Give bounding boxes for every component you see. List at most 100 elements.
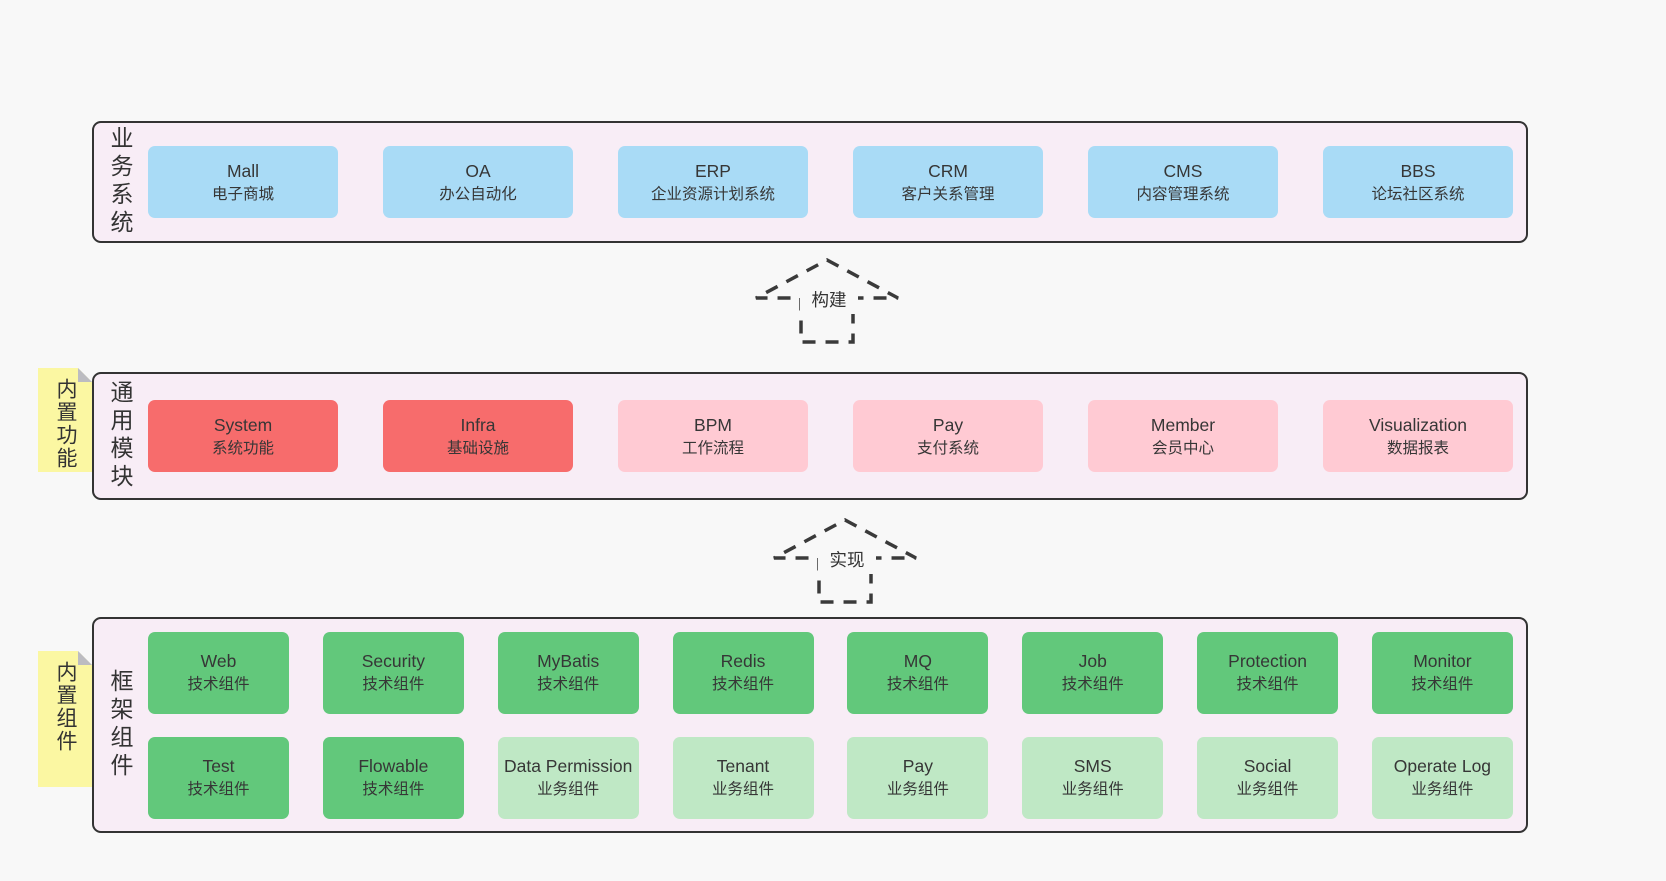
box-subtitle: 技术组件 [712, 675, 775, 693]
sticky-built-in-components: 内置组件 [38, 651, 92, 787]
box-title: Monitor [1413, 650, 1472, 671]
box-tenant: Tenant 业务组件 [672, 736, 814, 819]
box-subtitle: 办公自动化 [439, 185, 517, 203]
box-subtitle: 业务组件 [1236, 780, 1299, 798]
box-title: MyBatis [537, 650, 600, 671]
box-title: Mall [226, 160, 260, 181]
box-title: OA [465, 160, 491, 181]
box-subtitle: 技术组件 [362, 780, 425, 798]
box-subtitle: 技术组件 [187, 780, 250, 798]
box-subtitle: 技术组件 [362, 675, 425, 693]
box-subtitle: 数据报表 [1386, 439, 1449, 457]
components-boxes-grid: Web 技术组件 Security 技术组件 MyBatis 技术组件 Redi… [135, 619, 1526, 831]
box-redis: Redis 技术组件 [672, 631, 814, 714]
box-title: System [213, 414, 273, 435]
box-web: Web 技术组件 [148, 631, 289, 714]
box-title: MQ [903, 650, 932, 671]
box-title: Job [1078, 650, 1107, 671]
box-pay-module: Pay 支付系统 [853, 400, 1043, 472]
modules-boxes-row: System 系统功能 Infra 基础设施 BPM 工作流程 Pay 支付系统… [135, 374, 1526, 498]
box-subtitle: 技术组件 [187, 675, 250, 693]
box-subtitle: 技术组件 [1236, 675, 1299, 693]
box-subtitle: 论坛社区系统 [1371, 185, 1465, 203]
box-sms: SMS 业务组件 [1022, 736, 1164, 819]
box-job: Job 技术组件 [1022, 631, 1164, 714]
box-title: CRM [928, 160, 968, 181]
box-social: Social 业务组件 [1197, 736, 1339, 819]
box-title: Social [1243, 755, 1292, 776]
box-subtitle: 业务组件 [1061, 780, 1124, 798]
sticky-label: 内置功能 [54, 378, 77, 470]
build-arrow-icon: 构建 [755, 258, 899, 344]
box-title: Redis [720, 650, 766, 671]
box-system: System 系统功能 [148, 400, 338, 472]
box-operate-log: Operate Log 业务组件 [1371, 736, 1513, 819]
box-title: Flowable [358, 755, 429, 776]
box-subtitle: 业务组件 [712, 780, 775, 798]
box-title: Security [361, 650, 425, 671]
box-monitor: Monitor 技术组件 [1371, 631, 1513, 714]
box-mq: MQ 技术组件 [847, 631, 989, 714]
box-subtitle: 业务组件 [537, 780, 600, 798]
layer-common-modules: 通用模块 System 系统功能 Infra 基础设施 BPM 工作流程 Pay… [92, 372, 1528, 500]
box-bpm: BPM 工作流程 [618, 400, 808, 472]
layer-business-systems: 业务系统 Mall 电子商城 OA 办公自动化 ERP 企业资源计划系统 CRM… [92, 121, 1528, 243]
box-title: ERP [695, 160, 731, 181]
box-subtitle: 技术组件 [1411, 675, 1474, 693]
box-subtitle: 内容管理系统 [1136, 185, 1230, 203]
box-data-permission: Data Permission 业务组件 [497, 736, 639, 819]
box-flowable: Flowable 技术组件 [322, 736, 464, 819]
box-title: Visualization [1369, 414, 1467, 435]
box-subtitle: 客户关系管理 [901, 185, 995, 203]
box-title: Tenant [716, 755, 770, 776]
box-subtitle: 业务组件 [1411, 780, 1474, 798]
box-title: CMS [1163, 160, 1203, 181]
box-bbs: BBS 论坛社区系统 [1323, 146, 1513, 218]
box-subtitle: 支付系统 [916, 439, 979, 457]
box-erp: ERP 企业资源计划系统 [618, 146, 808, 218]
box-title: Pay [902, 755, 933, 776]
box-subtitle: 系统功能 [211, 439, 274, 457]
box-subtitle: 会员中心 [1151, 439, 1214, 457]
box-title: Operate Log [1393, 755, 1492, 776]
box-subtitle: 业务组件 [886, 780, 949, 798]
implement-arrow-label: 实现 [830, 550, 865, 570]
box-title: Web [200, 650, 237, 671]
box-title: Test [202, 755, 235, 776]
box-title: Protection [1228, 650, 1307, 671]
layer-business-side-label: 业务系统 [107, 126, 133, 238]
sticky-label: 内置组件 [54, 661, 77, 753]
box-pay-component: Pay 业务组件 [847, 736, 989, 819]
box-mybatis: MyBatis 技术组件 [497, 631, 639, 714]
layer-components-side-label: 框架组件 [107, 669, 133, 781]
box-title: Data Permission [503, 755, 633, 776]
layer-framework-components: 框架组件 Web 技术组件 Security 技术组件 MyBatis 技术组件… [92, 617, 1528, 833]
box-title: Member [1150, 414, 1216, 435]
box-oa: OA 办公自动化 [383, 146, 573, 218]
sticky-built-in-features: 内置功能 [38, 368, 92, 472]
box-subtitle: 技术组件 [537, 675, 600, 693]
box-member: Member 会员中心 [1088, 400, 1278, 472]
box-test: Test 技术组件 [148, 736, 289, 819]
implement-arrow-icon: 实现 [773, 518, 917, 604]
box-subtitle: 基础设施 [446, 439, 509, 457]
box-visualization: Visualization 数据报表 [1323, 400, 1513, 472]
box-security: Security 技术组件 [322, 631, 464, 714]
box-subtitle: 电子商城 [211, 185, 274, 203]
box-subtitle: 企业资源计划系统 [650, 185, 775, 203]
box-protection: Protection 技术组件 [1197, 631, 1339, 714]
box-title: SMS [1073, 755, 1112, 776]
box-title: BPM [694, 414, 732, 435]
box-title: BBS [1400, 160, 1436, 181]
build-arrow-label: 构建 [812, 290, 847, 310]
box-title: Infra [460, 414, 496, 435]
business-boxes-row: Mall 电子商城 OA 办公自动化 ERP 企业资源计划系统 CRM 客户关系… [135, 123, 1526, 241]
box-subtitle: 技术组件 [886, 675, 949, 693]
box-infra: Infra 基础设施 [383, 400, 573, 472]
box-subtitle: 技术组件 [1061, 675, 1124, 693]
layer-modules-side-label: 通用模块 [107, 380, 133, 492]
box-mall: Mall 电子商城 [148, 146, 338, 218]
box-crm: CRM 客户关系管理 [853, 146, 1043, 218]
box-cms: CMS 内容管理系统 [1088, 146, 1278, 218]
